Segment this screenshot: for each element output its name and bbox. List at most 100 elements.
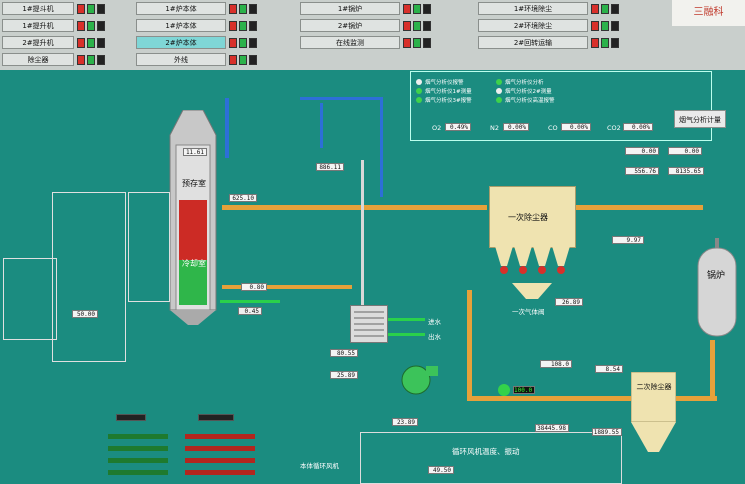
cool-room-label: 冷却室 xyxy=(182,259,206,268)
status-lamp xyxy=(87,4,95,14)
left-panel-2 xyxy=(128,192,170,302)
boiler xyxy=(696,238,738,346)
flue-row-label: 烟气分析仪3#报警 xyxy=(425,98,472,104)
co-label: CO xyxy=(548,124,558,132)
water-pipe-4 xyxy=(320,103,323,148)
left-panel-3 xyxy=(3,258,57,340)
status-bar-2 xyxy=(108,446,168,451)
co2-value: 0.00% xyxy=(623,123,653,131)
value-v15: 8.54 xyxy=(595,365,623,373)
status-lamp xyxy=(87,38,95,48)
status-lamp xyxy=(403,4,411,14)
top-button-col3-0[interactable]: 1#锅炉 xyxy=(300,2,400,15)
status-lamp xyxy=(611,38,619,48)
water-pipe-3 xyxy=(380,97,383,197)
flue-status-dot xyxy=(416,88,422,94)
alarm-bar-1 xyxy=(185,434,255,439)
value-v12: 108.0 xyxy=(540,360,572,368)
status-bar-1 xyxy=(108,434,168,439)
status-lamp xyxy=(601,21,609,31)
top-button-col2-0[interactable]: 1#炉本体 xyxy=(136,2,226,15)
status-lamp xyxy=(423,38,431,48)
status-lamp xyxy=(97,21,105,31)
green-pipe-1 xyxy=(385,318,425,321)
value-v8: 8135.65 xyxy=(668,167,704,175)
status-lamp xyxy=(229,38,237,48)
status-lamp xyxy=(403,38,411,48)
status-lamp xyxy=(249,21,257,31)
flue-analysis-button[interactable]: 烟气分析计量 xyxy=(674,110,726,128)
value-v4: 625.10 xyxy=(229,194,257,202)
status-lamp xyxy=(423,21,431,31)
status-lamp xyxy=(601,4,609,14)
status-lamp xyxy=(591,4,599,14)
value-v14: 25.89 xyxy=(330,371,358,379)
side-pipe-left xyxy=(222,285,352,289)
dust-collector-2 xyxy=(630,371,677,462)
valve-label: 一次气体阀 xyxy=(512,308,545,316)
top-button-col4-0[interactable]: 1#环境除尘 xyxy=(478,2,588,15)
status-lamp xyxy=(591,38,599,48)
furnace-top-value: 11.61 xyxy=(183,148,207,156)
top-button-col1-1[interactable]: 1#提升机 xyxy=(2,19,74,32)
top-button-col1-2[interactable]: 2#提升机 xyxy=(2,36,74,49)
flue-gas-panel xyxy=(410,71,712,141)
status-lamp xyxy=(611,21,619,31)
top-button-col4-2[interactable]: 2#回转运输 xyxy=(478,36,588,49)
dust1-label: 一次除尘器 xyxy=(508,213,548,222)
status-lamp xyxy=(97,4,105,14)
fan-speed-value: 100.0 xyxy=(513,386,535,394)
o2-value: 0.49% xyxy=(445,123,471,131)
status-lamp xyxy=(239,4,247,14)
outlet-label: 出水 xyxy=(428,333,441,341)
top-button-col2-2[interactable]: 2#炉本体 xyxy=(136,36,226,49)
status-lamp xyxy=(413,21,421,31)
gray-duct xyxy=(361,160,364,310)
top-button-col3-1[interactable]: 2#锅炉 xyxy=(300,19,400,32)
flue-row-label: 烟气分析仪1#测量 xyxy=(425,89,472,95)
value-v11: 0.80 xyxy=(241,283,267,291)
top-button-col1-0[interactable]: 1#提斗机 xyxy=(2,2,74,15)
top-button-col4-1[interactable]: 2#环境除尘 xyxy=(478,19,588,32)
circulation-fan[interactable] xyxy=(398,362,438,398)
value-v3: 886.11 xyxy=(316,163,344,171)
status-lamp xyxy=(239,55,247,65)
status-bar-3 xyxy=(108,458,168,463)
status-lamp xyxy=(229,4,237,14)
value-v5: 0.00 xyxy=(625,147,659,155)
fan-speed-indicator xyxy=(498,384,510,396)
dust1-hoppers xyxy=(495,246,570,274)
flue-row-label: 烟气分析仪报警 xyxy=(425,80,464,86)
flue-row-label: 烟气分析仪高温报警 xyxy=(505,98,555,104)
return-pipe-h xyxy=(467,396,717,401)
water-pipe-2 xyxy=(300,97,380,100)
green-pipe-3 xyxy=(220,300,280,303)
alarm-bar-4 xyxy=(185,470,255,475)
top-button-col3-2[interactable]: 在线监测 xyxy=(300,36,400,49)
status-lamp xyxy=(87,21,95,31)
status-lamp xyxy=(77,55,85,65)
status-lamp xyxy=(423,4,431,14)
flue-row-label: 烟气分析仪2#测量 xyxy=(505,89,552,95)
top-button-col1-3[interactable]: 除尘器 xyxy=(2,53,74,66)
flue-status-dot xyxy=(496,97,502,103)
main-flue-pipe xyxy=(222,205,487,210)
status-bar-4 xyxy=(108,470,168,475)
display-1 xyxy=(116,414,146,421)
status-lamp xyxy=(239,38,247,48)
left-panel-1 xyxy=(52,192,126,362)
fan-temp-panel xyxy=(360,432,622,484)
top-button-col2-1[interactable]: 1#炉本体 xyxy=(136,19,226,32)
value-v9: 9.97 xyxy=(612,236,644,244)
status-lamp xyxy=(611,4,619,14)
bottom-fan-label: 本体循环风机 xyxy=(300,462,339,470)
value-v7: 556.76 xyxy=(625,167,659,175)
status-lamp xyxy=(413,38,421,48)
value-v17: 23.89 xyxy=(392,418,418,426)
status-lamp xyxy=(77,4,85,14)
status-lamp xyxy=(87,55,95,65)
status-lamp xyxy=(249,55,257,65)
status-lamp xyxy=(229,55,237,65)
status-lamp xyxy=(97,55,105,65)
top-button-col2-3[interactable]: 外线 xyxy=(136,53,226,66)
